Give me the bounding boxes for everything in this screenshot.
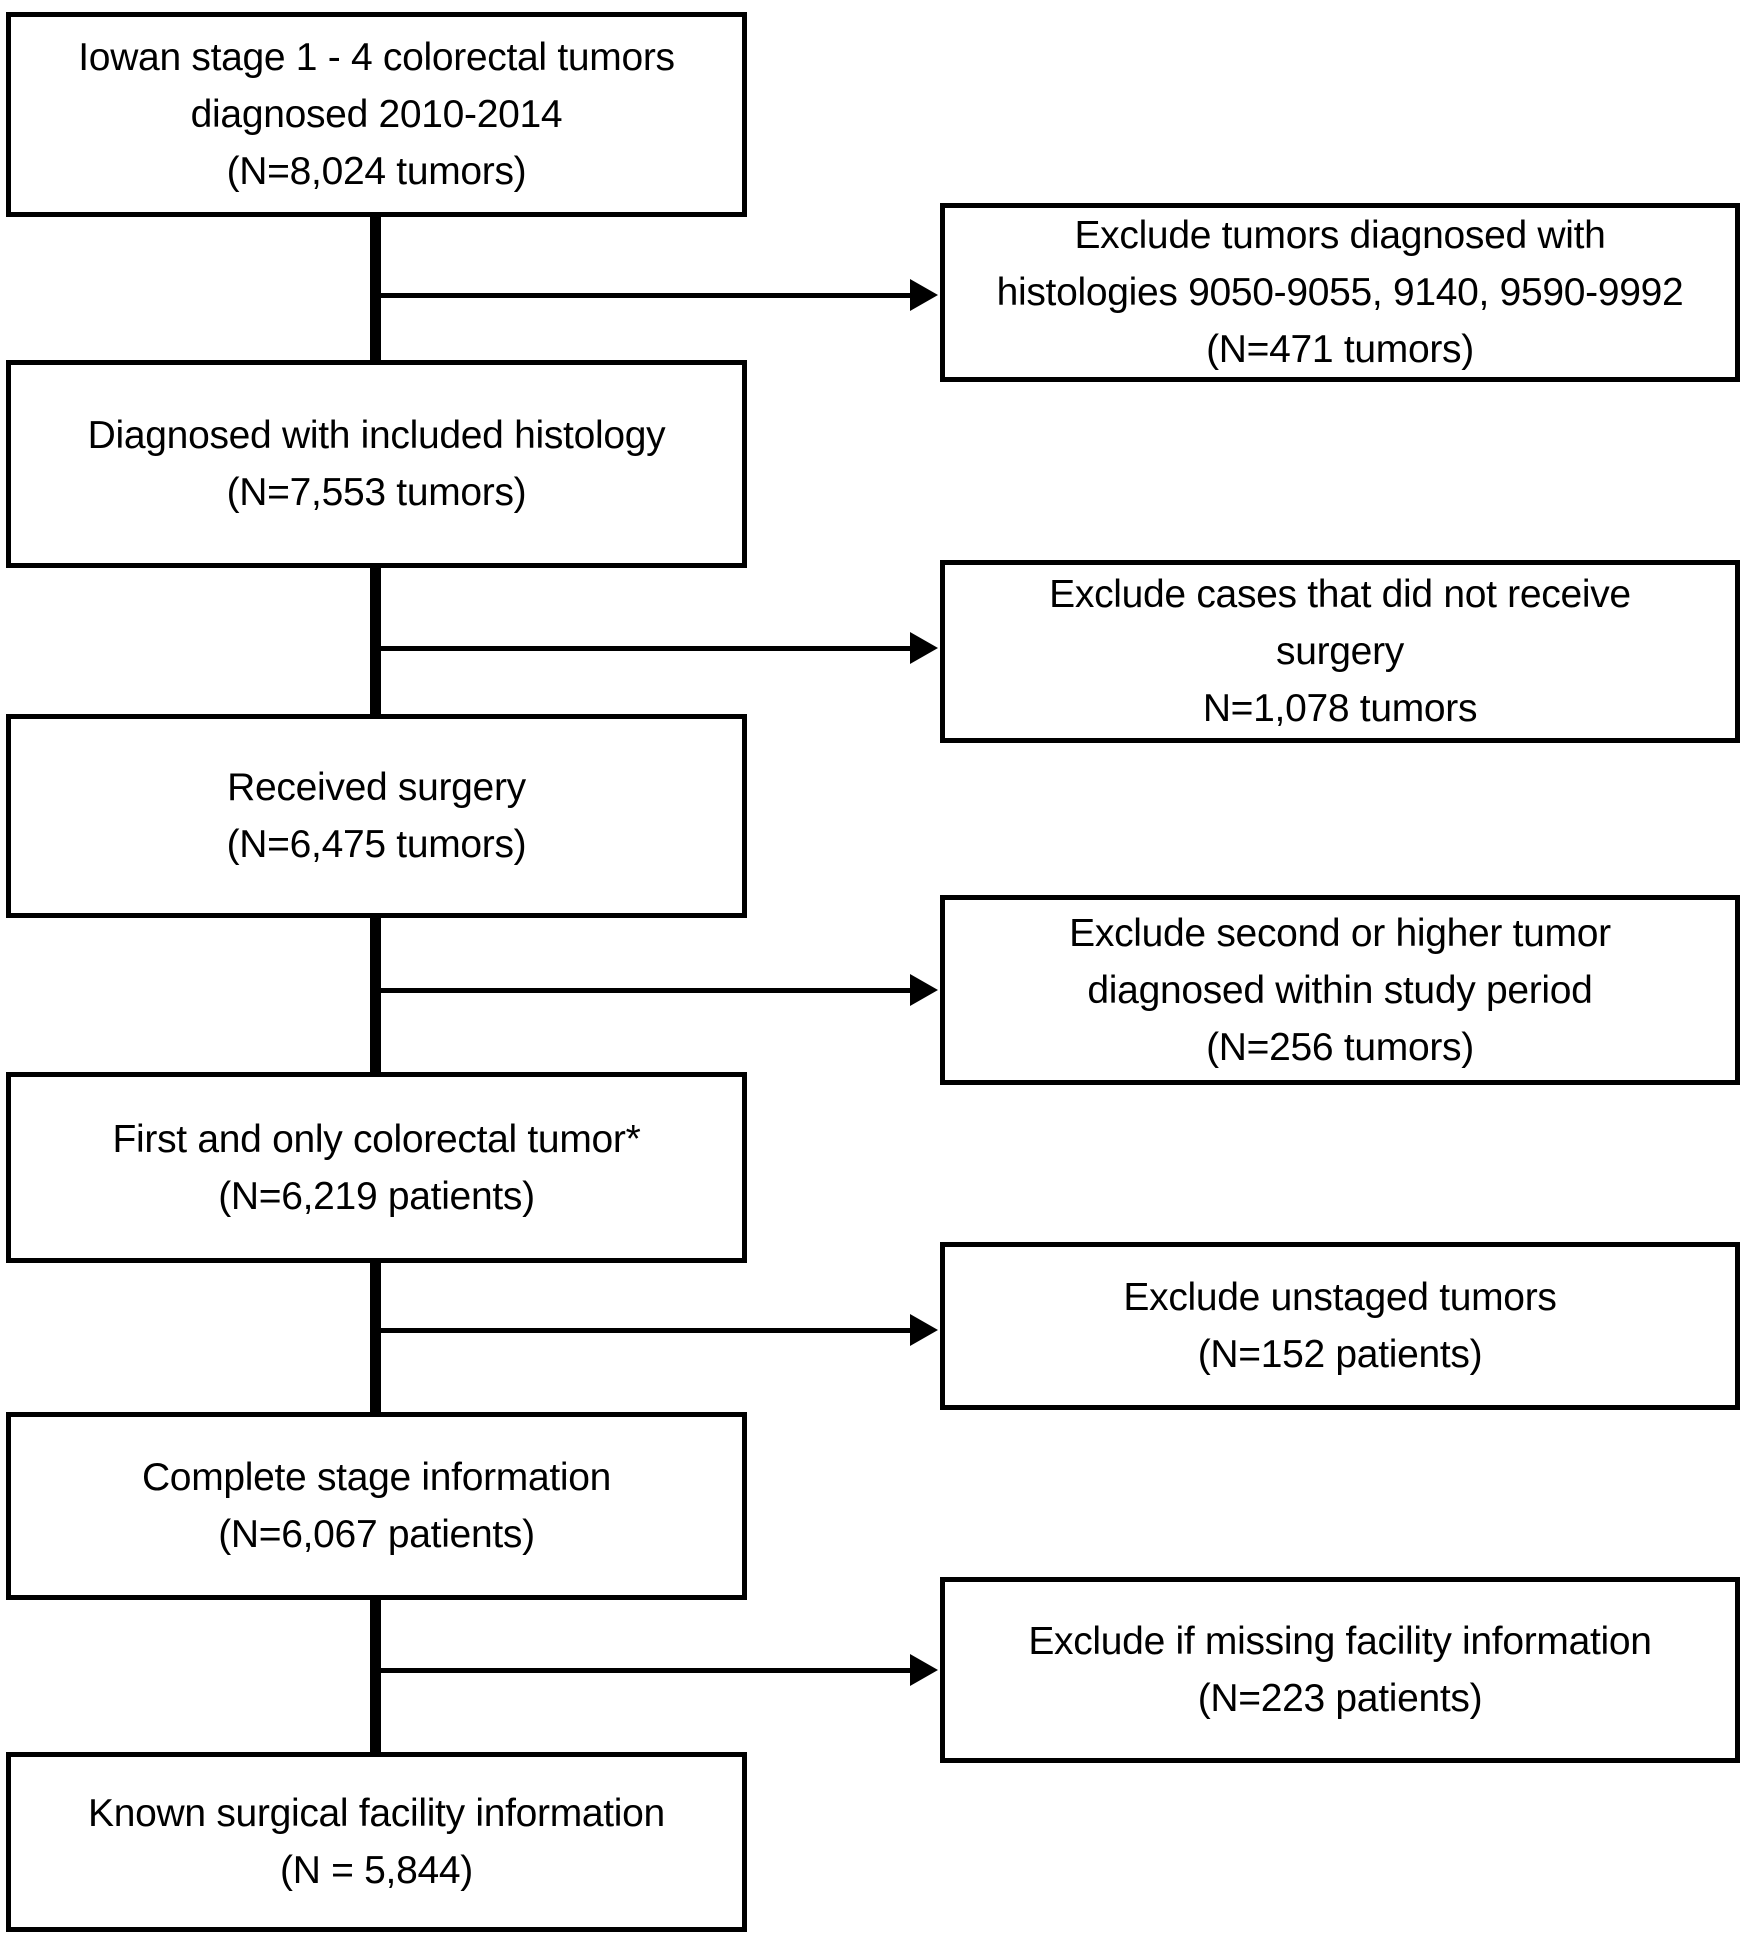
flow-step-line: (N=6,219 patients): [218, 1174, 535, 1218]
arrow-right-icon: [910, 1314, 938, 1346]
flow-step-line: Iowan stage 1 - 4 colorectal tumors: [78, 36, 675, 79]
flow-step-line: (N=8,024 tumors): [226, 150, 527, 193]
connector-vertical-2: [370, 565, 381, 717]
flow-step-line: (N=7,553 tumors): [226, 471, 527, 514]
flow-step-line: Received surgery: [227, 766, 526, 809]
exclusion-line: (N=223 patients): [1197, 1677, 1483, 1720]
flow-step-received-surgery: Received surgery (N=6,475 tumors): [6, 714, 747, 918]
connector-horizontal-5: [374, 1668, 912, 1673]
exclusion-line: diagnosed within study period: [1087, 968, 1593, 1012]
arrow-right-icon: [910, 279, 938, 311]
flow-step-line: (N = 5,844): [280, 1849, 473, 1892]
exclusion-box-second-tumor: Exclude second or higher tumor diagnosed…: [940, 895, 1740, 1085]
exclusion-box-missing-facility: Exclude if missing facility information …: [940, 1577, 1740, 1763]
flow-step-line: Diagnosed with included histology: [87, 414, 666, 457]
connector-horizontal-2: [374, 646, 912, 651]
flow-step-complete-stage: Complete stage information (N=6,067 pati…: [6, 1412, 747, 1600]
flow-step-line: (N=6,475 tumors): [226, 823, 527, 866]
exclusion-box-no-surgery: Exclude cases that did not receive surge…: [940, 560, 1740, 743]
connector-vertical-4: [370, 1260, 381, 1415]
flow-step-line: (N=6,067 patients): [218, 1513, 535, 1556]
connector-vertical-1: [370, 214, 381, 364]
arrow-right-icon: [910, 974, 938, 1006]
flow-step-line: First and only colorectal tumor*: [112, 1117, 641, 1161]
exclusion-line: (N=152 patients): [1197, 1333, 1483, 1376]
exclusion-line: histologies 9050-9055, 9140, 9590-9992: [996, 271, 1684, 314]
flow-step-first-only-tumor: First and only colorectal tumor* (N=6,21…: [6, 1072, 747, 1263]
arrow-right-icon: [910, 632, 938, 664]
exclusion-line: Exclude unstaged tumors: [1123, 1276, 1557, 1319]
exclusion-line: N=1,078 tumors: [1202, 687, 1478, 730]
exclusion-line: Exclude if missing facility information: [1028, 1620, 1652, 1663]
exclusion-line: (N=471 tumors): [1206, 328, 1474, 371]
connector-vertical-3: [370, 915, 381, 1075]
exclusion-line: surgery: [1276, 630, 1404, 673]
exclusion-line: Exclude cases that did not receive: [1049, 573, 1631, 616]
connector-horizontal-1: [374, 293, 912, 298]
connector-horizontal-4: [374, 1328, 912, 1333]
flow-step-included-histology: Diagnosed with included histology (N=7,5…: [6, 360, 747, 568]
exclusion-line: (N=256 tumors): [1206, 1025, 1474, 1069]
connector-horizontal-3: [374, 988, 912, 993]
exclusion-line: Exclude tumors diagnosed with: [1074, 214, 1606, 257]
exclusion-box-histology: Exclude tumors diagnosed with histologie…: [940, 203, 1740, 382]
exclusion-line: Exclude second or higher tumor: [1069, 911, 1611, 955]
arrow-right-icon: [910, 1654, 938, 1686]
flow-step-final-cohort: Known surgical facility information (N =…: [6, 1752, 747, 1932]
flow-step-initial-cohort: Iowan stage 1 - 4 colorectal tumors diag…: [6, 12, 747, 217]
flow-step-line: Known surgical facility information: [88, 1792, 665, 1835]
flow-step-line: Complete stage information: [141, 1456, 612, 1499]
connector-vertical-5: [370, 1597, 381, 1755]
flow-step-line: diagnosed 2010-2014: [190, 93, 563, 136]
exclusion-box-unstaged: Exclude unstaged tumors (N=152 patients): [940, 1242, 1740, 1410]
